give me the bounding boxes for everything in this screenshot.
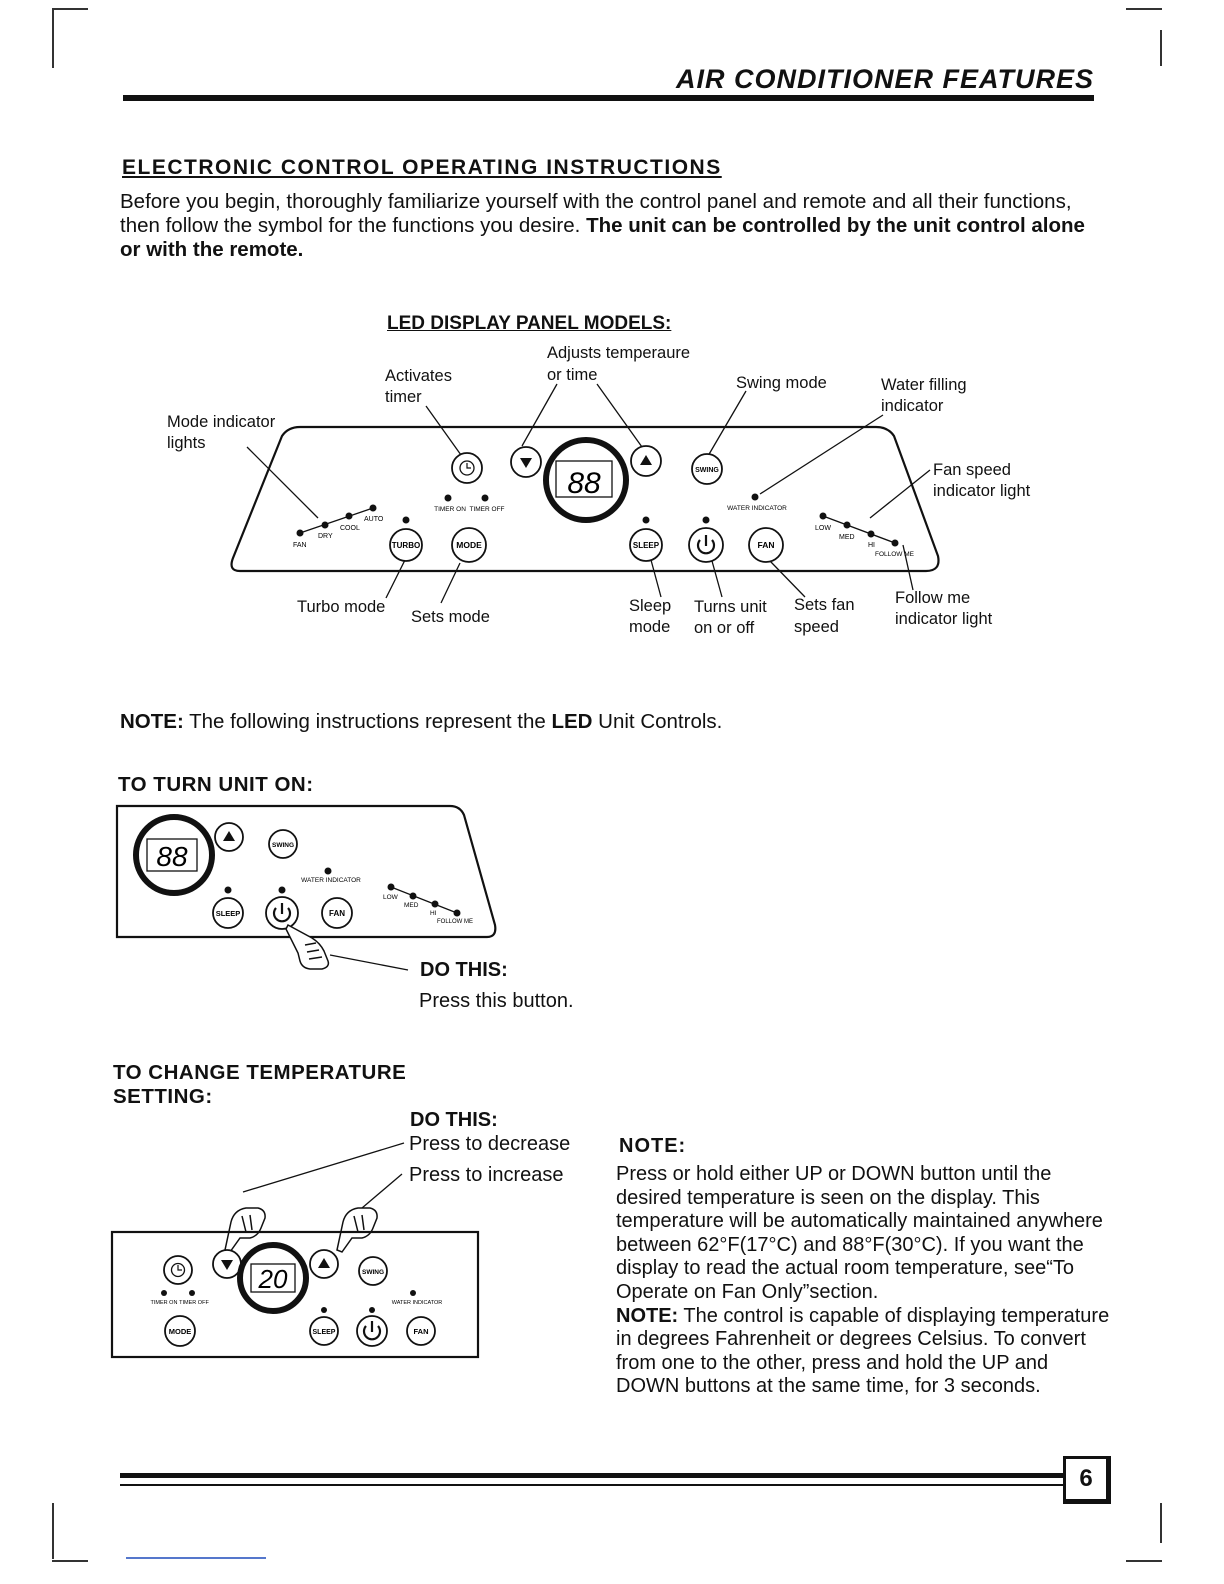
callout-swing-mode: Swing mode — [736, 374, 827, 392]
change-temp-decrease: Press to decrease — [409, 1133, 571, 1155]
page-number: 6 — [1063, 1456, 1111, 1504]
side-note-label: NOTE: — [619, 1135, 687, 1157]
change-temp-timer-on: TIMER ON — [151, 1300, 178, 1306]
callout-sleep: Sleep — [629, 597, 672, 615]
panel-mode-auto: AUTO — [364, 516, 384, 523]
side-note-body: Press or hold either UP or DOWN button u… — [616, 1163, 1116, 1399]
section-title: ELECTRONIC CONTROL OPERATING INSTRUCTION… — [122, 156, 722, 179]
led-note-label: NOTE: — [120, 710, 184, 733]
page-header-title: AIR CONDITIONER FEATURES — [675, 64, 1094, 94]
change-temp-mode: MODE — [169, 1327, 192, 1336]
turn-on-title: TO TURN UNIT ON: — [118, 773, 314, 796]
crop-mark — [52, 8, 88, 10]
turn-on-instruction: Press this button. — [419, 990, 574, 1012]
panel-mode-dry: DRY — [318, 533, 333, 540]
crop-mark — [1126, 8, 1162, 10]
led-note-bold: LED — [551, 710, 593, 733]
turn-on-sleep: SLEEP — [216, 909, 241, 918]
panel-fan: FAN — [758, 540, 775, 550]
callout-mode-indicator-2: lights — [167, 434, 206, 452]
footer-rule — [120, 1473, 1065, 1478]
turn-on-water: WATER INDICATOR — [301, 877, 361, 884]
turn-on-med: MED — [404, 902, 419, 909]
callout-mode-indicator: Mode indicator — [167, 413, 276, 431]
callout-fan-speed: Fan speed — [933, 461, 1011, 479]
side-note-text2: The control is capable of displaying tem… — [616, 1304, 1110, 1398]
callout-water-filling-2: indicator — [881, 397, 944, 415]
change-temp-do-this: DO THIS: — [410, 1109, 498, 1131]
change-temp-timer-off: TIMER OFF — [179, 1300, 209, 1306]
footer-rule-thin — [120, 1484, 1065, 1486]
callout-water-filling: Water filling — [881, 376, 967, 394]
turn-on-fan: FAN — [329, 909, 345, 918]
pointing-hand-icon — [285, 923, 330, 970]
turn-on-do-this: DO THIS: — [420, 959, 508, 981]
panel-mode-fan: FAN — [293, 542, 307, 549]
panel-speed-low: LOW — [815, 525, 831, 532]
intro-bold: The unit can be controlled by the unit c… — [120, 214, 1085, 261]
panel-display: 88 — [567, 467, 601, 500]
intro-paragraph: Before you begin, thoroughly familiarize… — [120, 190, 1110, 262]
crop-mark — [1160, 1503, 1162, 1543]
panel-timer-off: TIMER OFF — [469, 506, 504, 513]
hand-decrease-icon — [224, 1207, 266, 1253]
panel-water-indicator: WATER INDICATOR — [727, 505, 787, 512]
callout-activates-timer: Activates — [385, 367, 452, 385]
header-rule — [123, 95, 1094, 101]
change-temp-display: 20 — [258, 1264, 288, 1294]
panel-speed-med: MED — [839, 534, 855, 541]
panel-speed-hi: HI — [868, 542, 875, 549]
callout-turns-unit-2: on or off — [694, 619, 755, 637]
led-panel-title: LED DISPLAY PANEL MODELS: — [387, 313, 672, 334]
change-temp-swing: SWING — [362, 1269, 384, 1276]
callout-adjusts-temp-2: or time — [547, 366, 598, 384]
panel-sleep: SLEEP — [633, 541, 660, 550]
panel-timer-on: TIMER ON — [434, 506, 466, 513]
turn-on-swing: SWING — [272, 842, 294, 849]
callout-adjusts-temp: Adjusts temperaure — [547, 344, 691, 362]
led-note: NOTE: The following instructions represe… — [120, 710, 722, 734]
turn-on-display: 88 — [156, 841, 188, 872]
link-underline — [126, 1557, 266, 1559]
turn-on-hi: HI — [430, 910, 437, 917]
change-temp-sleep: SLEEP — [313, 1329, 336, 1336]
callout-fan-speed-2: indicator light — [933, 482, 1031, 500]
callout-follow-me: Follow me — [895, 589, 971, 607]
panel-swing: SWING — [695, 467, 719, 474]
led-panel-diagram: 88 SWING TIMER ON TIMER OFF WATER INDICA… — [230, 383, 940, 604]
side-note-text1: Press or hold either UP or DOWN button u… — [616, 1163, 1103, 1303]
change-temp-water: WATER INDICATOR — [392, 1300, 443, 1306]
hand-increase-icon — [336, 1207, 378, 1253]
callout-turns-unit: Turns unit — [694, 598, 767, 616]
turn-on-low: LOW — [383, 894, 399, 901]
callout-follow-me-2: indicator light — [895, 610, 993, 628]
change-temp-increase: Press to increase — [409, 1164, 564, 1186]
callout-activates-timer-2: timer — [385, 388, 422, 406]
led-note-text1: The following instructions represent the — [183, 710, 552, 733]
callout-turbo-mode: Turbo mode — [297, 598, 386, 616]
panel-follow-me: FOLLOW ME — [875, 551, 915, 558]
side-note-label2: NOTE: — [616, 1304, 679, 1327]
change-temp-title-2: SETTING: — [113, 1085, 213, 1108]
turn-on-diagram: 88 SWING WATER INDICATOR SLEEP FAN LOW M… — [115, 804, 497, 971]
change-temp-fan: FAN — [414, 1327, 429, 1336]
callout-sets-fan: Sets fan — [794, 596, 855, 614]
change-temp-title: TO CHANGE TEMPERATURE — [113, 1061, 407, 1084]
callout-sets-mode: Sets mode — [411, 608, 490, 626]
crop-mark — [52, 8, 54, 68]
crop-mark — [52, 1503, 54, 1559]
callout-sleep-2: mode — [629, 618, 671, 636]
intro-text: Before you begin, thoroughly familiarize… — [120, 190, 1072, 237]
panel-turbo: TURBO — [392, 541, 420, 550]
change-temp-diagram: 20 SWING TIMER ON TIMER OFF WATER INDICA… — [110, 1142, 480, 1359]
turn-on-follow: FOLLOW ME — [437, 919, 473, 925]
panel-mode-cool: COOL — [340, 525, 360, 532]
crop-mark — [52, 1560, 88, 1562]
crop-mark — [1126, 1560, 1162, 1562]
panel-mode: MODE — [456, 540, 482, 550]
callout-sets-fan-2: speed — [794, 618, 839, 636]
led-note-text2: Unit Controls. — [592, 710, 723, 733]
crop-mark — [1160, 30, 1162, 66]
